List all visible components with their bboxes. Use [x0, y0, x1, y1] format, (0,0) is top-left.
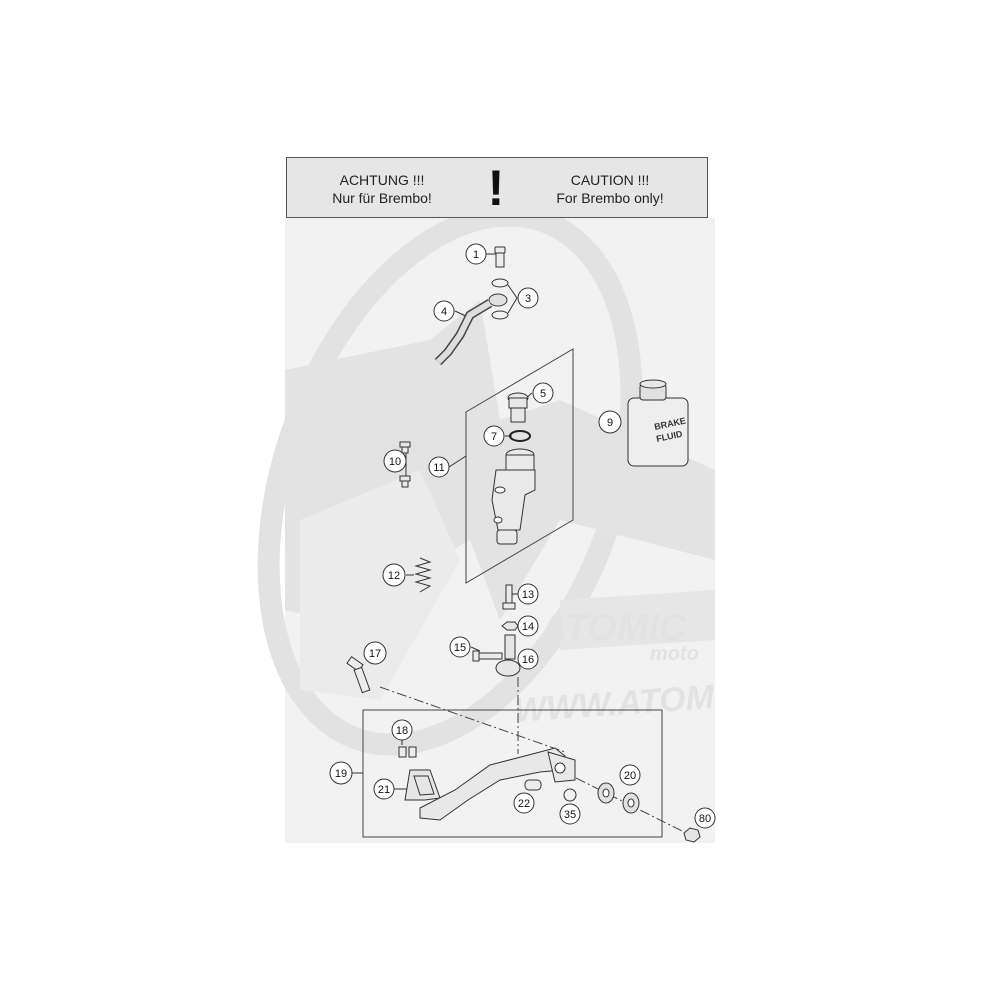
svg-text:21: 21 [378, 784, 390, 796]
callout-1: 11 [428, 456, 450, 478]
callout-22: 80 [694, 807, 716, 829]
banjo-bolt [494, 246, 506, 268]
cylinder-group-frame [465, 348, 574, 584]
pedal-tip [404, 769, 441, 801]
brake-hose [434, 293, 508, 366]
o-ring [509, 430, 531, 442]
master-cylinder [491, 448, 536, 545]
watermark-sub: moto [650, 643, 699, 665]
callout-12: 18 [391, 719, 413, 741]
watermark-logo [257, 204, 715, 756]
callout-80: 9 [598, 410, 622, 434]
svg-text:10: 10 [389, 456, 401, 468]
callout-5: 1 [465, 243, 487, 265]
svg-text:17: 17 [369, 648, 381, 660]
reservoir-nipple [507, 392, 529, 423]
pedal-bearings [597, 782, 640, 814]
callout-16: 14 [517, 615, 539, 637]
callout-4: 7 [483, 425, 505, 447]
caution-german: ACHTUNG !!! Nur für Brembo! [307, 171, 457, 207]
svg-text:18: 18 [396, 725, 408, 737]
callout-21: 20 [619, 764, 641, 786]
svg-text:7: 7 [491, 431, 497, 443]
svg-text:4: 4 [441, 306, 447, 318]
clevis [495, 634, 521, 677]
adjuster-bolt [502, 584, 516, 610]
callout-14: 15 [449, 636, 471, 658]
caution-english: CAUTION !!! For Brembo only! [535, 171, 685, 207]
svg-text:12: 12 [388, 570, 400, 582]
callout-10: 19 [329, 761, 353, 785]
callout-18: 17 [363, 641, 387, 665]
svg-text:35: 35 [564, 809, 576, 821]
caution-german-title: ACHTUNG !!! [339, 172, 425, 188]
svg-text:5: 5 [540, 388, 546, 400]
exclamation-icon: ! [487, 160, 505, 216]
callout-3: 5 [532, 382, 554, 404]
seal-rings [491, 278, 509, 320]
callout-11: 21 [373, 778, 395, 800]
brake-pedal [419, 747, 576, 821]
return-spring [414, 557, 432, 593]
watermark-brand: ATOMIC [539, 607, 687, 649]
callout-17: 16 [517, 648, 539, 670]
caution-german-text: Nur für Brembo! [332, 190, 432, 206]
pedal-nut [683, 827, 701, 843]
callout-15: 13 [517, 583, 539, 605]
brake-fluid-bottle [627, 379, 689, 467]
svg-text:16: 16 [522, 654, 534, 666]
clevis-pin [472, 650, 503, 662]
pedal-bolt [346, 656, 371, 694]
svg-text:1: 1 [473, 249, 479, 261]
callout-35: 10 [383, 449, 407, 473]
svg-text:3: 3 [525, 293, 531, 305]
pedal-plugs [398, 746, 417, 758]
svg-text:11: 11 [433, 462, 444, 474]
callout-20: 35 [559, 803, 581, 825]
pedal-bushing [524, 779, 542, 791]
svg-text:13: 13 [522, 589, 534, 601]
svg-text:15: 15 [454, 642, 466, 654]
caution-english-text: For Brembo only! [556, 190, 664, 206]
callout-19: 22 [513, 792, 535, 814]
caution-english-title: CAUTION !!! [570, 172, 650, 188]
svg-text:9: 9 [607, 417, 613, 429]
svg-text:14: 14 [522, 621, 534, 633]
mounting-screws [399, 441, 411, 488]
svg-text:22: 22 [518, 798, 530, 810]
washer [563, 788, 577, 802]
callout-7: 4 [433, 300, 455, 322]
svg-text:20: 20 [624, 770, 636, 782]
callout-9: 3 [517, 287, 539, 309]
svg-text:19: 19 [335, 768, 347, 780]
svg-text:80: 80 [699, 813, 711, 825]
callout-13: 12 [382, 563, 406, 587]
caution-banner: ACHTUNG !!! Nur für Brembo! ! CAUTION !!… [286, 157, 708, 218]
